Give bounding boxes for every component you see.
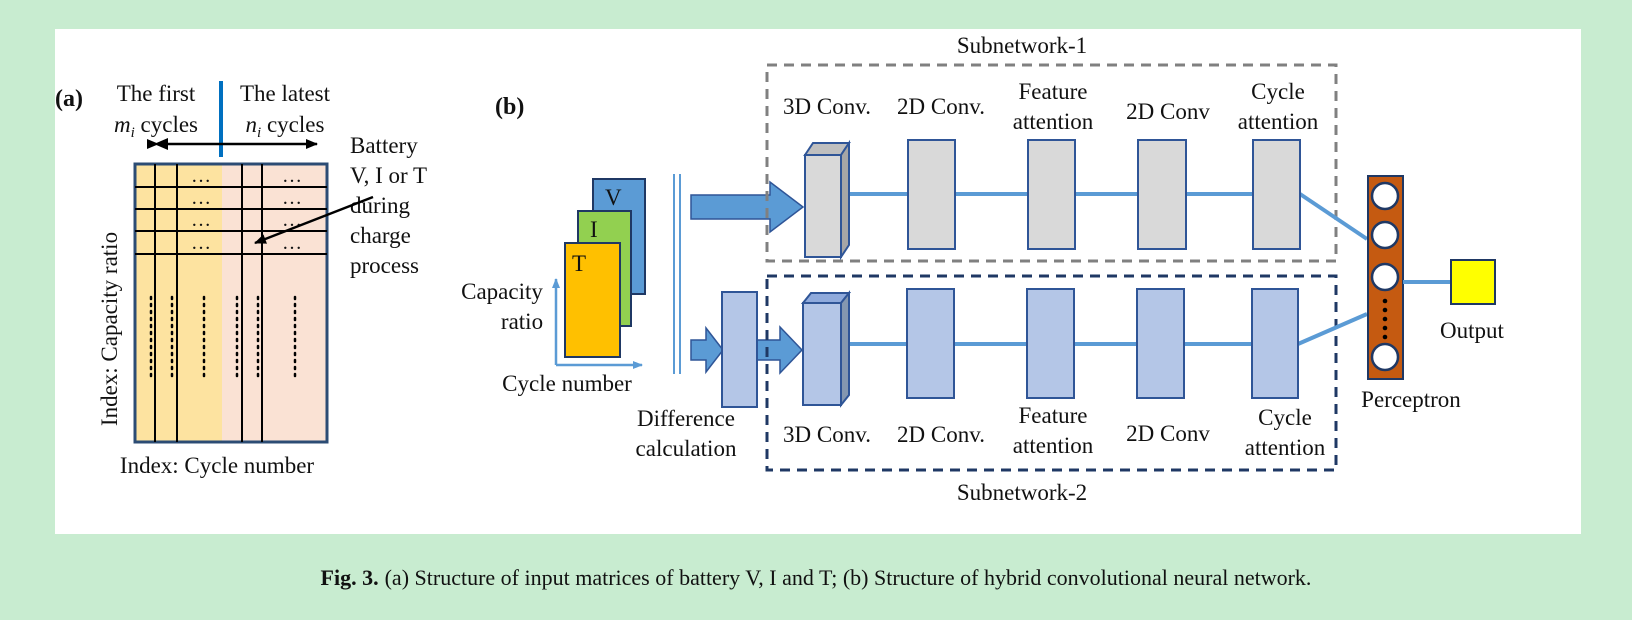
svg-text:attention: attention — [1238, 109, 1319, 134]
figure-caption: Fig. 3.(a) Structure of input matrices o… — [0, 565, 1632, 591]
svg-text:2D Conv.: 2D Conv. — [897, 422, 985, 447]
channel-i-label: I — [590, 217, 598, 242]
battery-note-arrow — [254, 195, 374, 245]
matrix-first-cycles — [135, 164, 222, 442]
matrix-border — [133, 162, 329, 444]
svg-text:…: … — [191, 187, 211, 209]
matrix-vertical-dots — [149, 295, 297, 379]
difference-block — [721, 291, 758, 408]
svg-text:during: during — [350, 193, 411, 218]
channel-v-label: V — [605, 185, 622, 210]
svg-text:3D Conv.: 3D Conv. — [783, 422, 871, 447]
matrix-row-lines — [135, 186, 327, 255]
svg-text:2D Conv: 2D Conv — [1126, 99, 1210, 124]
perceptron-node — [1370, 181, 1400, 211]
svg-text:…: … — [282, 232, 302, 254]
matrix-column-lines — [154, 164, 263, 442]
svg-text:2D Conv: 2D Conv — [1126, 421, 1210, 446]
subnetwork-2-2d-conv-2-block — [1136, 288, 1185, 399]
subnetwork-1-layer-labels: 3D Conv. 2D Conv. Feature attention 2D C… — [783, 79, 1319, 134]
cycles-arrow-left-head — [154, 138, 168, 150]
matrix-latest-cycles — [222, 164, 327, 442]
svg-text:…: … — [191, 232, 211, 254]
svg-text:attention: attention — [1013, 109, 1094, 134]
subnetwork-1-2d-conv-2-block — [1137, 139, 1187, 250]
perceptron: Perceptron — [1361, 175, 1461, 412]
subnetwork-2-2d-conv-block — [906, 288, 955, 399]
svg-text:Feature: Feature — [1019, 403, 1088, 428]
first-cycles-line1: The first — [117, 81, 196, 106]
svg-text:charge: charge — [350, 223, 411, 248]
perceptron-label: Perceptron — [1361, 387, 1461, 412]
perceptron-ellipsis — [1382, 298, 1388, 340]
svg-text:3D Conv.: 3D Conv. — [783, 94, 871, 119]
subnetwork-1-links — [848, 192, 1369, 241]
svg-text:attention: attention — [1013, 433, 1094, 458]
svg-text:Cycle: Cycle — [1251, 79, 1305, 104]
svg-text:Battery: Battery — [350, 133, 418, 158]
svg-text:…: … — [282, 187, 302, 209]
subnetwork-1: Subnetwork-1 3D Conv. 2D Conv. Feature — [765, 33, 1369, 263]
first-cycles-line2: mi cycles — [114, 112, 198, 141]
latest-cycles-line2: ni cycles — [246, 112, 325, 141]
subnetwork-1-title: Subnetwork-1 — [957, 33, 1087, 58]
battery-note: Battery V, I or T during charge process — [350, 133, 427, 278]
svg-text:…: … — [191, 165, 211, 187]
difference-label-2: calculation — [636, 436, 737, 461]
output-box — [1450, 259, 1496, 305]
capacity-axis-label-2: ratio — [501, 309, 543, 334]
subnetwork-2-3d-conv-block — [800, 290, 852, 408]
subnetwork-2-cycle-attention-block — [1251, 288, 1299, 399]
svg-text:2D Conv.: 2D Conv. — [897, 94, 985, 119]
latest-cycles-line1: The latest — [240, 81, 331, 106]
caption-text: (a) Structure of input matrices of batte… — [384, 565, 1312, 590]
subnetwork-1-feature-attention-block — [1027, 139, 1076, 250]
subnetwork-2-links — [848, 312, 1368, 346]
svg-text:Cycle: Cycle — [1258, 405, 1312, 430]
diagram-canvas: (a) The first mi cycles The latest ni cy… — [55, 33, 1505, 505]
channel-t-label: T — [572, 251, 586, 276]
perceptron-node — [1370, 262, 1400, 292]
panel-b: (b) V I T Capacity ratio Cycle number Di… — [461, 33, 1504, 505]
panel-a-label: (a) — [55, 86, 83, 112]
panel-a: (a) The first mi cycles The latest ni cy… — [55, 81, 427, 478]
subnetwork-1-3d-conv-block — [803, 139, 851, 261]
subnetwork-2-input-arrow — [756, 325, 804, 375]
svg-text:…: … — [191, 209, 211, 231]
subnetwork-2: Subnetwork-2 3D Conv. 2D Conv. Feature — [765, 274, 1368, 505]
subnetwork-2-title: Subnetwork-2 — [957, 480, 1087, 505]
difference-label-1: Difference — [637, 406, 735, 431]
svg-text:Feature: Feature — [1019, 79, 1088, 104]
cycle-axis-label: Cycle number — [502, 371, 632, 396]
subnetwork-2-frame — [765, 274, 1338, 472]
perceptron-node — [1370, 220, 1400, 250]
svg-text:process: process — [350, 253, 419, 278]
capacity-axis-label-1: Capacity — [461, 279, 543, 304]
output-label: Output — [1440, 318, 1505, 343]
svg-text:…: … — [282, 165, 302, 187]
figure: (a) The first mi cycles The latest ni cy… — [55, 29, 1581, 534]
svg-text:V, I or T: V, I or T — [350, 163, 427, 188]
perceptron-node — [1370, 342, 1400, 372]
channel-t-layer — [564, 242, 621, 358]
difference-input-arrow — [690, 325, 724, 375]
subnetwork-1-input-arrow — [690, 180, 805, 234]
caption-label: Fig. 3. — [320, 565, 379, 590]
subnetwork-1-frame — [765, 63, 1338, 263]
x-index-label: Index: Cycle number — [120, 453, 315, 478]
subnetwork-2-feature-attention-block — [1026, 288, 1075, 399]
subnetwork-1-cycle-attention-block — [1252, 139, 1301, 250]
subnetwork-2-layer-labels: 3D Conv. 2D Conv. Feature attention 2D C… — [783, 403, 1326, 460]
y-index-label: Index: Capacity ratio — [97, 232, 122, 426]
panel-b-label: (b) — [495, 94, 524, 120]
subnetwork-1-2d-conv-block — [907, 139, 956, 250]
svg-text:attention: attention — [1245, 435, 1326, 460]
